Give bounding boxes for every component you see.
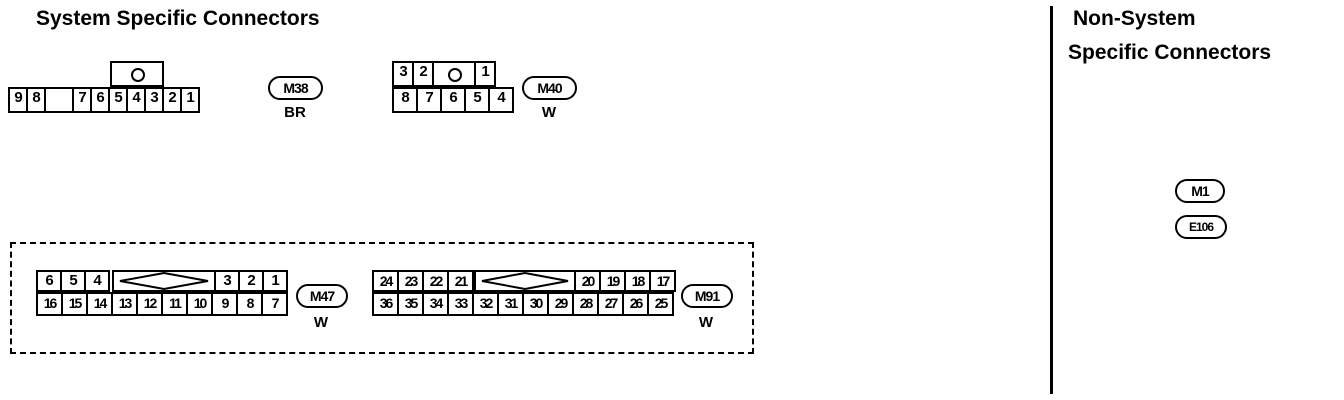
- connector-pin: 31: [497, 292, 524, 316]
- connector-pin: 5: [464, 87, 490, 113]
- connector-pin: 7: [416, 87, 442, 113]
- connector-pin: 33: [447, 292, 474, 316]
- m38-connector-label: M38: [268, 76, 323, 100]
- connector-pin: 14: [86, 292, 113, 316]
- m47-diamond-key: [112, 270, 216, 292]
- m38-top-key-slot: [110, 61, 164, 87]
- connector-pin: 18: [624, 270, 651, 292]
- connector-pin: 26: [622, 292, 649, 316]
- m47-connector-label: M47: [296, 284, 348, 308]
- connector-pin: 9: [8, 87, 28, 113]
- connector-pin: 1: [262, 270, 288, 292]
- m91-diamond-key: [474, 270, 576, 292]
- system-specific-heading: System Specific Connectors: [36, 7, 320, 30]
- non-system-heading-line2: Specific Connectors: [1068, 41, 1272, 64]
- connector-pin: 10: [186, 292, 213, 316]
- connector-pin: 2: [162, 87, 182, 113]
- connector-pin: 4: [488, 87, 514, 113]
- m91-color-code: W: [698, 314, 714, 331]
- m38-color-code: BR: [284, 104, 306, 121]
- connector-pin: 3: [392, 61, 414, 87]
- connector-pin: 16: [36, 292, 63, 316]
- non-system-heading-line1: Non-System: [1073, 7, 1196, 30]
- connector-pin: 4: [84, 270, 110, 292]
- section-divider: [1050, 6, 1053, 394]
- connector-pin: 32: [472, 292, 499, 316]
- connector-pin: 29: [547, 292, 574, 316]
- connector-pin: 7: [72, 87, 92, 113]
- connector-pin: 7: [261, 292, 288, 316]
- connector-pin: 24: [372, 270, 399, 292]
- connector-pin: 15: [61, 292, 88, 316]
- connector-pin: 2: [412, 61, 434, 87]
- m47-color-code: W: [313, 314, 329, 331]
- connector-pin: 34: [422, 292, 449, 316]
- connector-pin: 23: [397, 270, 424, 292]
- connector-pin: 8: [26, 87, 46, 113]
- connector-pin: 27: [597, 292, 624, 316]
- connector-pin: 19: [599, 270, 626, 292]
- connector-pin: 1: [474, 61, 496, 87]
- dashed-connector-group: [10, 242, 754, 354]
- connector-pin: 12: [136, 292, 163, 316]
- connector-pin: 30: [522, 292, 549, 316]
- connector-pin: 6: [90, 87, 110, 113]
- connector-pin: [44, 87, 74, 113]
- connector-pin: 13: [111, 292, 138, 316]
- m40-color-code: W: [541, 104, 557, 121]
- connector-pin: 36: [372, 292, 399, 316]
- connector-pin: 5: [60, 270, 86, 292]
- m91-connector-label: M91: [681, 284, 733, 308]
- connector-pin: 25: [647, 292, 674, 316]
- connector-pin: 20: [574, 270, 601, 292]
- connector-pin: 5: [108, 87, 128, 113]
- connector-pin: 11: [161, 292, 188, 316]
- connector-pin: 4: [126, 87, 146, 113]
- connector-pin: 6: [440, 87, 466, 113]
- connector-pin: 17: [649, 270, 676, 292]
- connector-pin: 8: [236, 292, 263, 316]
- connector-pin: 3: [144, 87, 164, 113]
- connector-pin: 1: [180, 87, 200, 113]
- connector-pin: 3: [214, 270, 240, 292]
- m1-connector-label: M1: [1175, 179, 1225, 203]
- connector-pin: 21: [447, 270, 474, 292]
- connector-pin: 2: [238, 270, 264, 292]
- connector-pin: 22: [422, 270, 449, 292]
- m40-connector-label: M40: [522, 76, 577, 100]
- connector-pin: [432, 61, 476, 87]
- connector-pin: 28: [572, 292, 599, 316]
- connector-pin: 35: [397, 292, 424, 316]
- connector-pin: 8: [392, 87, 418, 113]
- connector-pin: 6: [36, 270, 62, 292]
- connector-pin: 9: [211, 292, 238, 316]
- e106-connector-label: E106: [1175, 215, 1227, 239]
